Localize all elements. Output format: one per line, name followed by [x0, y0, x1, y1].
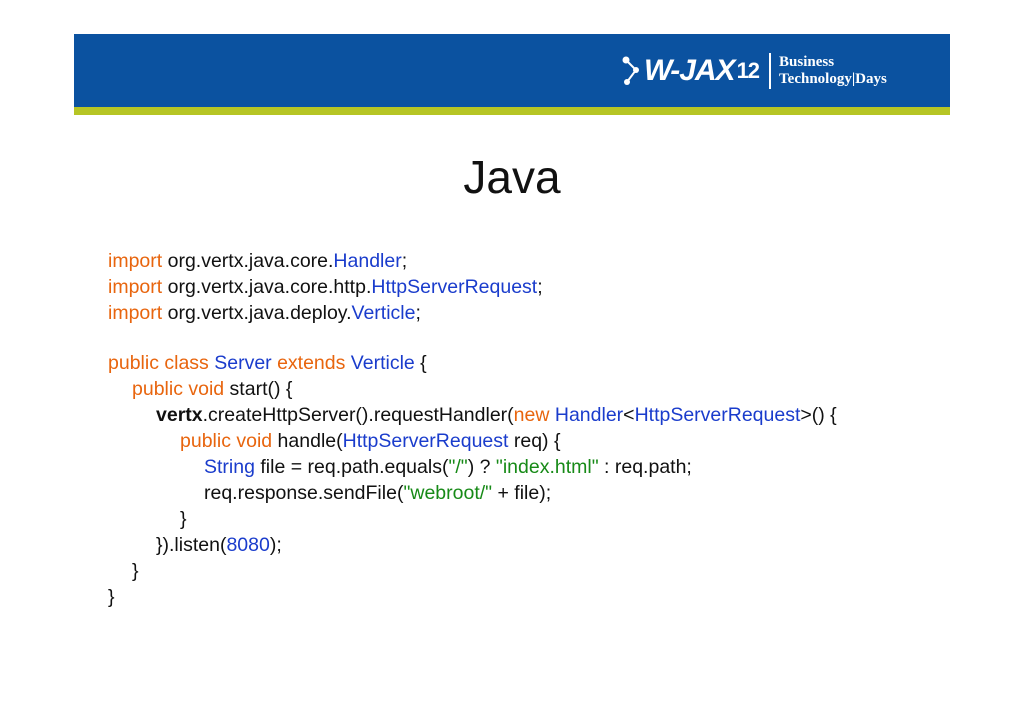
- code-token: : req.path;: [598, 456, 692, 478]
- code-line: public class Server extends Verticle {: [108, 350, 837, 376]
- code-token: );: [269, 534, 282, 556]
- code-token: start() {: [224, 378, 293, 400]
- code-token: HttpServerRequest: [371, 276, 538, 298]
- logo-year: 12: [736, 58, 761, 83]
- code-line: }).listen(8080);: [108, 532, 837, 558]
- code-line: req.response.sendFile("webroot/" + file)…: [108, 480, 837, 506]
- code-token: new: [513, 404, 555, 426]
- code-line: }: [108, 558, 837, 584]
- code-token: ;: [415, 302, 421, 324]
- logo-divider: [769, 53, 772, 89]
- code-token: <: [623, 404, 635, 426]
- code-token: + file);: [492, 482, 552, 504]
- molecule-icon: [622, 54, 642, 88]
- code-line: import org.vertx.java.core.http.HttpServ…: [108, 274, 837, 300]
- code-token: Verticle: [351, 302, 416, 324]
- code-token: Handler: [554, 404, 624, 426]
- code-token: public void: [132, 378, 225, 400]
- code-token: Handler: [333, 250, 402, 272]
- code-token: public void: [180, 430, 273, 452]
- code-line: }: [108, 506, 837, 532]
- code-token: org.vertx.java.deploy.: [162, 302, 352, 324]
- header-band: [74, 34, 950, 107]
- code-token: org.vertx.java.core.http.: [162, 276, 372, 298]
- code-token: ;: [537, 276, 543, 298]
- code-line: String file = req.path.equals("/") ? "in…: [108, 454, 837, 480]
- code-token: "/": [448, 456, 468, 478]
- header-accent-stripe: [74, 107, 950, 115]
- code-token: org.vertx.java.core.: [162, 250, 334, 272]
- wjax-logo: W-JAX12 Business Technology|Days: [622, 48, 887, 94]
- code-line: import org.vertx.java.deploy.Verticle;: [108, 300, 837, 326]
- code-token: }: [108, 586, 115, 608]
- code-token: >() {: [800, 404, 837, 426]
- code-token: }: [180, 508, 187, 530]
- code-token: .createHttpServer().requestHandler(: [202, 404, 514, 426]
- code-token: HttpServerRequest: [634, 404, 801, 426]
- slide-title: Java: [463, 151, 561, 203]
- code-line: public void handle(HttpServerRequest req…: [108, 428, 837, 454]
- code-token: req.response.sendFile(: [204, 482, 404, 504]
- code-token: extends: [271, 352, 351, 374]
- code-token: "webroot/": [403, 482, 493, 504]
- code-line: import org.vertx.java.core.Handler;: [108, 248, 837, 274]
- code-line: }: [108, 584, 837, 610]
- code-token: 8080: [226, 534, 270, 556]
- logo-brand: W-JAX12: [644, 54, 761, 87]
- code-token: }: [132, 560, 139, 582]
- code-token: ;: [401, 250, 408, 272]
- code-token: }).listen(: [156, 534, 227, 556]
- code-token: {: [414, 352, 427, 374]
- code-token: import: [108, 276, 163, 298]
- tagline-line-2: Technology|Days: [779, 71, 887, 87]
- logo-tagline: Business Technology|Days: [779, 54, 887, 88]
- code-token: vertx: [156, 404, 203, 426]
- code-token: import: [108, 250, 163, 272]
- code-token: Verticle: [350, 352, 415, 374]
- code-token: String: [204, 456, 255, 478]
- code-line: vertx.createHttpServer().requestHandler(…: [108, 402, 837, 428]
- code-token: import: [108, 302, 163, 324]
- code-line: [108, 326, 837, 350]
- code-token: Server: [214, 352, 272, 374]
- code-token: "index.html": [495, 456, 599, 478]
- code-token: public class: [108, 352, 215, 374]
- tagline-line-1: Business: [779, 54, 835, 70]
- code-token: handle(: [272, 430, 343, 452]
- code-token: req) {: [508, 430, 561, 452]
- code-token: file = req.path.equals(: [254, 456, 449, 478]
- code-line: public void start() {: [108, 376, 837, 402]
- code-block: import org.vertx.java.core.Handler;impor…: [108, 248, 837, 610]
- code-token: ) ?: [467, 456, 496, 478]
- code-token: HttpServerRequest: [342, 430, 509, 452]
